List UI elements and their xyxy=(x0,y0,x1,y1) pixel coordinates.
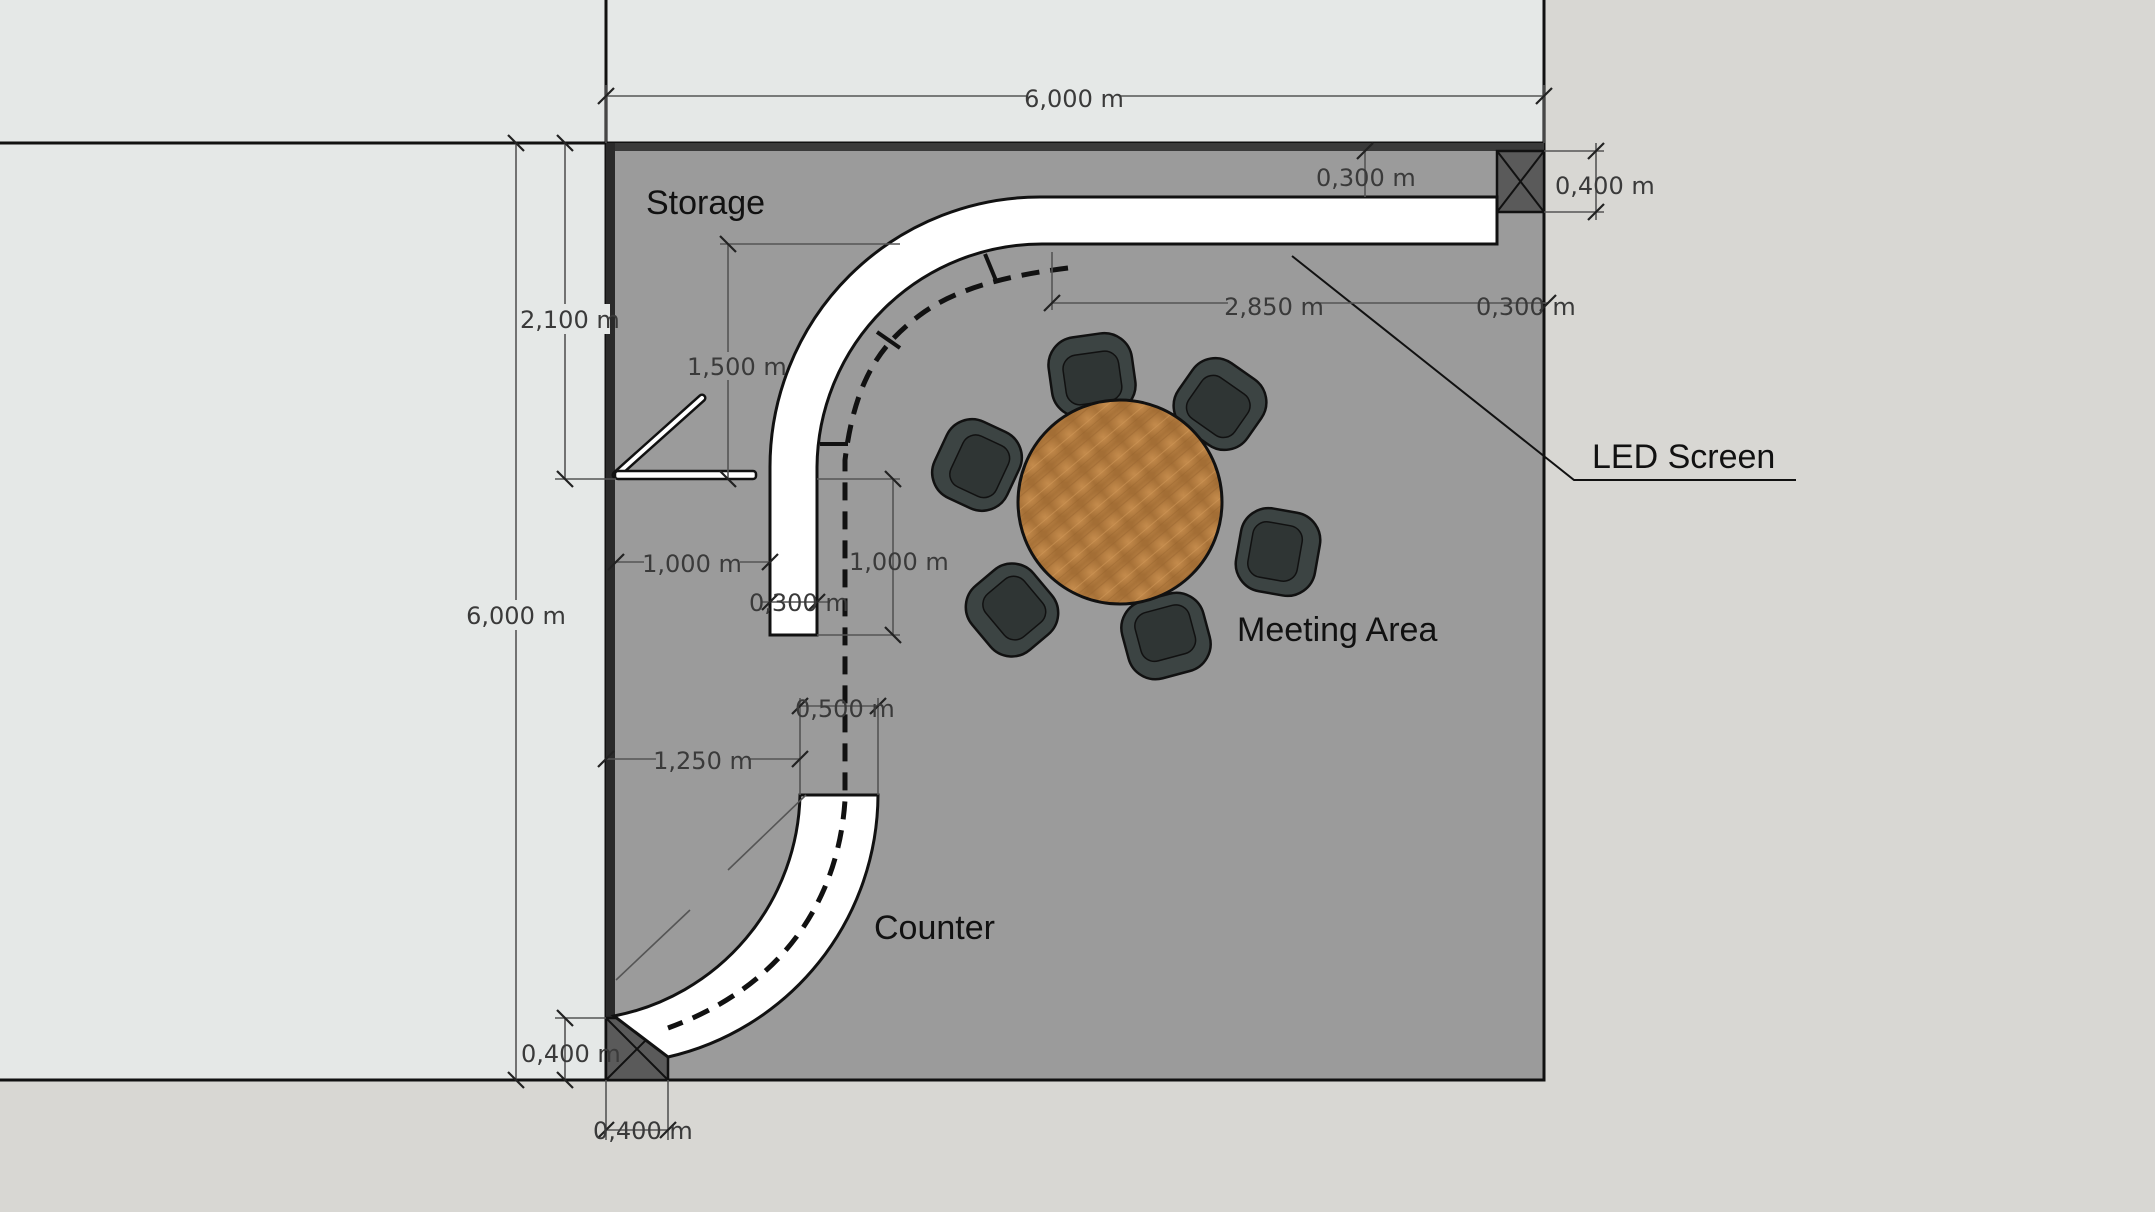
dim-wall-section: 1,000 m xyxy=(849,548,949,576)
label-led-screen: LED Screen xyxy=(1592,438,1775,476)
dim-screen-offset-top: 0,300 m xyxy=(1316,164,1416,192)
neighbor-area-top xyxy=(606,0,1544,143)
led-screen-wall xyxy=(768,195,1499,637)
neighbor-area-left xyxy=(0,0,606,1080)
dim-column-bottom-left-h: 0,400 m xyxy=(593,1117,693,1145)
chair xyxy=(964,562,1060,658)
meeting-table-group xyxy=(930,331,1322,681)
dim-column-bottom-left-v: 0,400 m xyxy=(521,1040,621,1068)
dim-column-top-right: 0,400 m xyxy=(1555,172,1655,200)
dim-counter-gap: 0,500 m xyxy=(795,695,895,723)
dimension-labels: 6,000 m 6,000 m 2,100 m 1,500 m 2,850 m … xyxy=(466,84,1655,1145)
dim-screen-length: 2,850 m xyxy=(1224,293,1324,321)
walkway-tick xyxy=(983,253,999,284)
dim-wall-thickness: 0,300 m xyxy=(749,589,849,617)
chair xyxy=(1172,356,1268,452)
label-counter: Counter xyxy=(874,909,995,947)
led-screen-leader xyxy=(1291,255,1796,481)
chair xyxy=(1234,506,1322,598)
dim-left-height: 6,000 m xyxy=(466,602,566,630)
chair xyxy=(1120,591,1212,681)
meeting-table xyxy=(1016,398,1224,606)
dim-top-width: 6,000 m xyxy=(1024,85,1124,113)
dim-counter-offset: 1,250 m xyxy=(653,747,753,775)
storage-door-frame xyxy=(613,469,758,481)
counter xyxy=(610,793,880,1059)
dim-door-to-wall: 1,000 m xyxy=(642,550,742,578)
chair xyxy=(930,417,1024,513)
walkway-line xyxy=(667,265,1069,1031)
dim-curve-radius: 1,500 m xyxy=(687,353,787,381)
label-storage: Storage xyxy=(646,184,765,222)
side-wall xyxy=(606,143,615,1080)
chair xyxy=(1047,331,1137,419)
back-wall xyxy=(606,143,1544,151)
walkway-tick xyxy=(875,330,902,350)
dim-screen-offset-bottom: 0,300 m xyxy=(1476,293,1576,321)
dim-storage-depth: 2,100 m xyxy=(520,306,620,334)
label-meeting-area: Meeting Area xyxy=(1237,611,1437,649)
storage-door xyxy=(614,396,704,477)
column-top-right xyxy=(1495,149,1546,214)
